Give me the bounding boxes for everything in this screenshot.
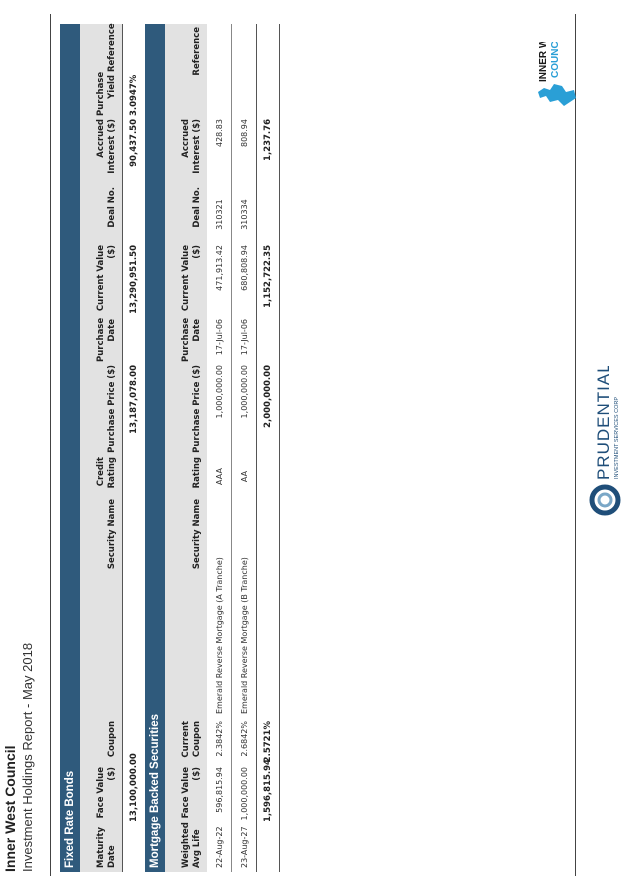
coupon: 2.3842% <box>214 721 224 757</box>
total-coupon: 2.5721% <box>263 721 273 763</box>
deal-no: 310321 <box>214 199 224 230</box>
col-reference: Reference <box>107 23 117 72</box>
total-accrued-interest: 90,437.50 <box>129 119 139 167</box>
col-security-name: Security Name <box>107 499 117 570</box>
footer-rule <box>575 14 576 876</box>
coupon: 2.6842% <box>239 721 249 757</box>
col-credit-rating: Credit Rating <box>96 457 117 489</box>
total-face-value: 1,596,815.94 <box>263 759 273 822</box>
purchase-price: 1,000,000.00 <box>239 365 249 419</box>
prudential-name: PRUDENTIAL <box>594 366 613 480</box>
council-logo-line1: INNER WEST <box>538 42 549 82</box>
prudential-logo: PRUDENTIAL INVESTMENT SERVICES CORP <box>589 366 621 516</box>
col-purchase-date: Purchase Date <box>181 317 202 362</box>
section-title: Fixed Rate Bonds <box>60 24 80 872</box>
col-deal-no: Deal No. <box>192 187 202 228</box>
rating: AA <box>239 470 249 483</box>
col-security-name: Security Name <box>192 499 202 570</box>
avg-life: 23-Aug-27 <box>239 826 249 868</box>
col-rating: Rating <box>192 457 202 489</box>
purchase-date: 17-Jul-06 <box>239 319 249 356</box>
col-purchase-date: Purchase Date <box>96 317 117 362</box>
totals-row: 1,596,815.94 2.5721% 2,000,000.00 1,152,… <box>256 24 280 872</box>
column-header-row: Weighted Avg Life Face Value ($) Current… <box>165 24 207 872</box>
report-title: Inner West Council <box>2 745 18 872</box>
inner-west-council-logo: INNER WEST COUNCIL <box>538 42 576 106</box>
col-maturity-date: Maturity Date <box>96 826 117 868</box>
col-deal-no: Deal No. <box>107 187 117 228</box>
total-face-value: 13,100,000.00 <box>129 753 139 822</box>
avg-life: 22-Aug-22 <box>214 826 224 868</box>
total-current-value: 13,290,951.50 <box>129 245 139 314</box>
security-name: Emerald Reverse Mortgage (B Tranche) <box>239 557 249 714</box>
col-reference: Reference <box>192 27 202 76</box>
purchase-price: 1,000,000.00 <box>214 365 224 419</box>
section-title: Mortgage Backed Securities <box>145 24 165 872</box>
total-purchase-yield: 3.0947% <box>129 74 139 116</box>
purchase-date: 17-Jul-06 <box>214 319 224 356</box>
col-purchase-price: Purchase Price ($) <box>192 365 202 453</box>
rating: AAA <box>214 468 224 485</box>
total-purchase-price: 2,000,000.00 <box>263 365 273 428</box>
face-value: 596,815.94 <box>214 767 224 813</box>
col-weighted-avg-life: Weighted Avg Life <box>181 822 202 868</box>
col-current-coupon: Current Coupon <box>181 721 202 758</box>
col-purchase-yield: Purchase Yield <box>96 71 117 116</box>
security-name: Emerald Reverse Mortgage (A Tranche) <box>214 557 224 714</box>
fixed-rate-bonds-section: Fixed Rate Bonds Maturity Date Face Valu… <box>60 23 146 872</box>
col-current-value: Current Value ($) <box>181 245 202 312</box>
prudential-tagline: INVESTMENT SERVICES CORP <box>614 397 620 479</box>
current-value: 680,808.94 <box>239 245 249 291</box>
table-row: 23-Aug-27 1,000,000.00 2.6842% Emerald R… <box>232 24 256 872</box>
col-accrued-interest: Accrued Interest ($) <box>181 119 202 174</box>
totals-row: 13,100,000.00 13,187,078.00 13,290,951.5… <box>122 24 146 872</box>
total-accrued-interest: 1,237.76 <box>263 119 273 161</box>
col-accrued-interest: Accrued Interest ($) <box>96 119 117 174</box>
total-current-value: 1,152,722.35 <box>263 245 273 308</box>
col-current-value: Current Value ($) <box>96 245 117 312</box>
council-logo-line2: COUNCIL <box>550 42 561 78</box>
col-coupon: Coupon <box>107 721 117 758</box>
accrued-interest: 428.83 <box>214 119 224 147</box>
header-rule <box>50 14 51 876</box>
col-face-value: Face Value ($) <box>181 767 202 819</box>
col-purchase-price: Purchase Price ($) <box>107 365 117 453</box>
report-subtitle: Investment Holdings Report - May 2018 <box>20 642 35 872</box>
mortgage-backed-securities-section: Mortgage Backed Securities Weighted Avg … <box>145 24 280 872</box>
table-row: 22-Aug-22 596,815.94 2.3842% Emerald Rev… <box>207 24 231 872</box>
face-value: 1,000,000.00 <box>239 767 249 821</box>
accrued-interest: 808.94 <box>239 119 249 147</box>
col-face-value: Face Value ($) <box>96 767 117 819</box>
deal-no: 310334 <box>239 199 249 230</box>
current-value: 471,913.42 <box>214 245 224 291</box>
total-purchase-price: 13,187,078.00 <box>129 365 139 434</box>
column-header-row: Maturity Date Face Value ($) Coupon Secu… <box>80 23 122 872</box>
